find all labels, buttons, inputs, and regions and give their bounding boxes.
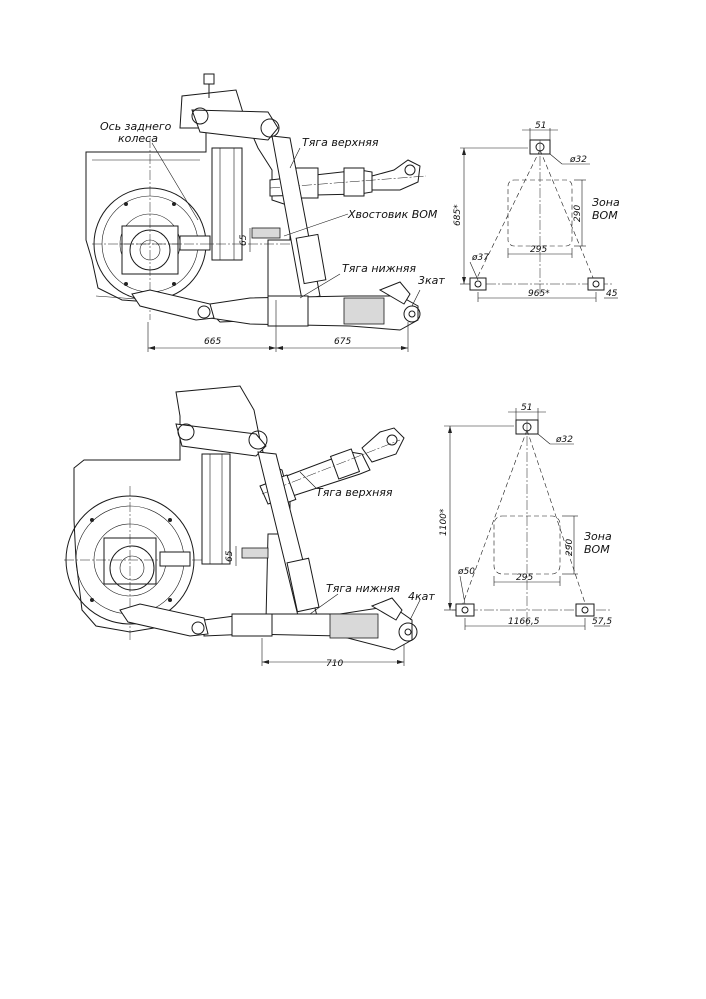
bottom-zone-scheme: 51 ø32 1100* 290 295 ø50 1166,5 57,5 Зон…	[439, 403, 612, 630]
zone-label-bottom-line2: ВОМ	[584, 543, 610, 556]
dim-295-top: 295	[530, 245, 547, 255]
axle-label-line2: колеса	[118, 132, 158, 145]
dim-675: 675	[334, 337, 351, 347]
lower-link-label-bottom: Тяга нижняя	[326, 582, 400, 595]
dim-65-top: 65	[239, 234, 249, 246]
top-hitch-drawing: Ось заднего колеса Тяга верхняя Хвостови…	[85, 73, 445, 352]
bottom-hitch-drawing: Тяга верхняя Тяга нижняя 4кат 65 710	[64, 385, 435, 669]
zone-label-top-line2: ВОМ	[592, 209, 618, 222]
dim-51-bottom: 51	[521, 403, 532, 413]
pto-shaft-label: Хвостовик ВОМ	[347, 208, 438, 221]
axle-label-line1: Ось заднего	[100, 120, 172, 133]
dim-57-5: 57,5	[592, 617, 612, 627]
upper-link-label: Тяга верхняя	[302, 136, 379, 149]
dim-dia50: ø50	[457, 567, 475, 577]
dim-290-top: 290	[573, 205, 583, 222]
zone-label-top-line1: Зона	[592, 196, 620, 209]
category-label-bottom: 4кат	[408, 590, 435, 603]
dim-65-bottom: 65	[225, 550, 235, 562]
dim-965: 965*	[528, 289, 550, 299]
dim-290-bottom: 290	[565, 539, 575, 556]
dim-dia37: ø37	[471, 253, 489, 263]
dim-45: 45	[606, 289, 618, 299]
dim-665: 665	[204, 337, 221, 347]
dim-1166-5: 1166,5	[508, 617, 540, 627]
dim-295-bottom: 295	[516, 573, 533, 583]
zone-label-bottom-line1: Зона	[584, 530, 612, 543]
lower-link-label: Тяга нижняя	[342, 262, 416, 275]
dim-685: 685*	[453, 204, 463, 226]
category-label: 3кат	[418, 274, 445, 287]
top-zone-scheme: 51 ø32 685* 290 295 ø37 965* 45 Зона ВОМ	[453, 121, 620, 302]
upper-link-label-bottom: Тяга верхняя	[316, 486, 393, 499]
dim-1100: 1100*	[439, 508, 449, 536]
dim-51-top: 51	[535, 121, 546, 131]
dim-710: 710	[326, 659, 343, 669]
dim-dia32-bottom: ø32	[555, 435, 573, 445]
dim-dia32-top: ø32	[569, 155, 587, 165]
